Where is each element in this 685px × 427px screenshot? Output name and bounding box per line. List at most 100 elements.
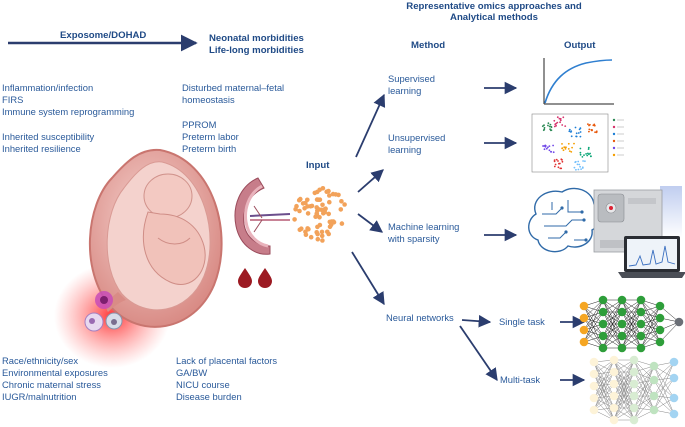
scatter-point [559,162,561,165]
nn-edge [613,371,635,421]
scatter-legend-swatch [612,132,616,136]
factor-firs: FIRS [2,94,24,105]
nn-edge [659,321,680,343]
nn-node [598,307,608,317]
scatter-point [552,151,555,154]
input-dot [292,217,297,222]
scatter-point [581,166,584,169]
scatter-point [587,148,590,151]
scatter-point [575,135,578,138]
nn-edge [583,311,604,343]
factor-disease-burden: Disease burden [176,391,242,402]
scatter-point [559,119,562,122]
scatter-point [541,125,544,128]
nn-edge [640,305,661,337]
scatter-point [564,148,567,150]
input-dot [339,199,344,204]
scatter-legend-swatch [612,139,616,143]
scatter-point [583,154,585,157]
scatter-point [582,160,584,162]
factor-preterm-labor: Preterm labor [182,131,239,142]
method-multi-task: Multi-task [500,374,541,385]
scatter-point [542,129,545,132]
nn-edge [633,379,655,409]
nn-node [636,295,646,305]
scatter-point [593,123,596,126]
nn-node [649,375,659,385]
nn-node [579,325,589,335]
nn-edge [633,395,655,421]
input-dot [319,207,324,213]
input-dot [322,210,328,215]
scatter-point [553,125,556,128]
method-unsupervised-line2: learning [388,144,422,155]
nn-edge [602,299,623,325]
scatter-legend-swatch [612,146,616,150]
nn-edge [653,395,675,415]
scatter-point [570,135,573,138]
nn-node [674,317,684,327]
scatter-point [587,123,589,125]
fetus-in-uterus-illustration [54,148,223,368]
input-dot [297,227,303,233]
scatter-point [550,126,553,129]
input-dot [319,233,325,239]
scatter-point [562,116,565,119]
scatter-point [556,121,559,124]
input-dot [333,192,339,197]
scatter-point [563,146,566,149]
nn-node [669,409,679,419]
input-dot [294,203,299,209]
arrow-neural-multi [459,325,498,382]
input-dot [327,193,332,198]
factor-environmental-exposures: Environmental exposures [2,367,108,378]
nn-edge [653,361,675,411]
input-dot [325,229,330,235]
nn-node [589,357,599,367]
scatter-point [549,123,552,126]
nn-edge [633,371,655,397]
nn-node [655,313,665,323]
factor-inflammation: Inflammation/infection [2,82,94,93]
scatter-point [543,124,545,127]
method-sparsity-line2: with sparsity [388,233,440,244]
nn-node [636,343,646,353]
nn-node [589,393,599,403]
scatter-point [574,161,577,164]
method-column-heading: Method [411,40,446,51]
scatter-point [553,159,556,162]
nn-edge [633,359,655,411]
nn-edge [633,379,655,421]
nn-edge [633,365,655,421]
method-unsupervised-line1: Unsupervised [388,132,446,143]
nn-node [598,295,608,305]
nn-edge [593,371,615,411]
input-dot [305,211,311,216]
nn-node [609,415,619,425]
scatter-point [544,144,547,147]
nn-node [629,415,639,425]
nn-edge [653,377,675,411]
scatter-point [570,130,573,133]
input-dot [327,199,332,205]
scatter-point [579,135,582,138]
scatter-point [584,160,586,163]
scatter-point [585,153,587,155]
scatter-point [573,142,575,145]
nn-node [649,361,659,371]
nn-node [617,331,627,341]
nn-edge [602,311,623,349]
scatter-point [565,146,567,149]
scatter-point [580,168,582,171]
nn-node [589,405,599,415]
factor-inherited-susceptibility: Inherited susceptibility [2,131,95,142]
method-supervised-line2: learning [388,85,422,96]
input-dot [297,208,302,214]
tsne-scatter-plot-icon [531,113,624,173]
scatter-point [553,165,556,168]
nn-edge [593,359,615,387]
nn-node [598,319,608,329]
nn-node [636,307,646,317]
